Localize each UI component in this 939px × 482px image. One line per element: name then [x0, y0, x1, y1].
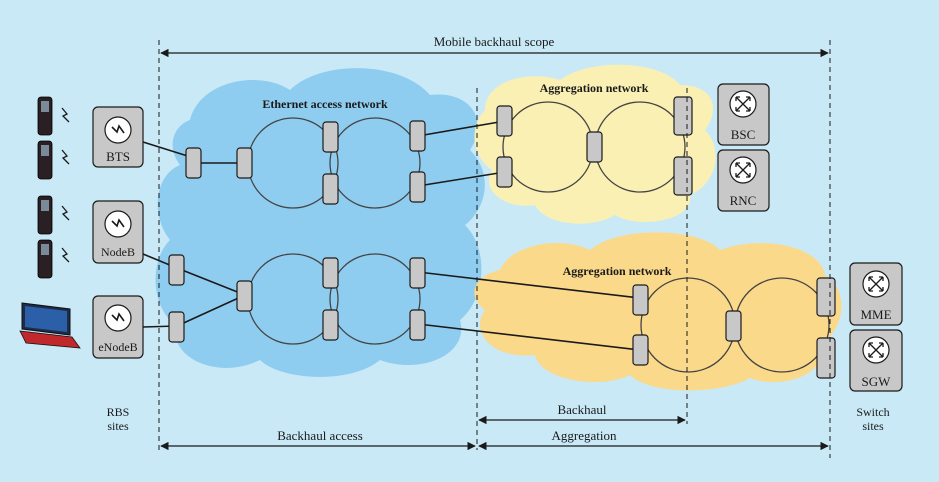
enodeb-box: eNodeB: [92, 295, 144, 359]
mobile-phone-icon: [37, 195, 70, 235]
laptop-icon: [19, 302, 81, 349]
aggregation-network-bottom-label: Aggregation network: [563, 264, 672, 278]
bsc-label: BSC: [731, 127, 756, 142]
mobile-phone-icon: [37, 239, 70, 279]
rnc-label: RNC: [730, 193, 757, 208]
aggregation-label: Aggregation: [552, 428, 617, 443]
nodeb-box: NodeB: [92, 200, 144, 264]
sgw-box: SGW: [849, 329, 903, 392]
mobile-phone-icon: [37, 96, 70, 136]
mobile-phone-icon: [37, 140, 70, 180]
sgw-label: SGW: [862, 374, 892, 389]
mme-box: MME: [849, 262, 903, 326]
router-icon: [862, 336, 890, 364]
radio-icon: [104, 304, 132, 332]
backhaul-access-label: Backhaul access: [277, 428, 363, 443]
enodeb-label: eNodeB: [98, 340, 137, 354]
router-icon: [729, 90, 757, 118]
ethernet-access-network-label: Ethernet access network: [262, 97, 388, 111]
links: [142, 120, 641, 351]
bts-box: BTS: [92, 106, 144, 168]
scope-guides: [158, 40, 831, 458]
rbs-sites-label-line2: sites: [107, 419, 129, 433]
mme-label: MME: [860, 307, 891, 322]
switch-sites-label-line2: sites: [862, 419, 884, 433]
bts-label: BTS: [106, 149, 130, 164]
network-nodes: [168, 96, 836, 379]
radio-icon: [104, 210, 132, 238]
aggregation-bottom-cloud: [474, 232, 842, 391]
rbs-sites-label-line1: RBS: [107, 405, 130, 419]
backhaul-label: Backhaul: [557, 402, 606, 417]
bsc-box: BSC: [717, 83, 770, 146]
radio-icon: [104, 116, 132, 144]
aggregation-network-top-label: Aggregation network: [540, 81, 649, 95]
nodeb-label: NodeB: [101, 245, 135, 259]
rnc-box: RNC: [717, 149, 770, 212]
ethernet-access-cloud: [155, 68, 485, 377]
mobile-backhaul-scope-label: Mobile backhaul scope: [434, 34, 555, 49]
switch-sites-label-line1: Switch: [856, 405, 889, 419]
router-icon: [862, 270, 890, 298]
router-icon: [729, 156, 757, 184]
